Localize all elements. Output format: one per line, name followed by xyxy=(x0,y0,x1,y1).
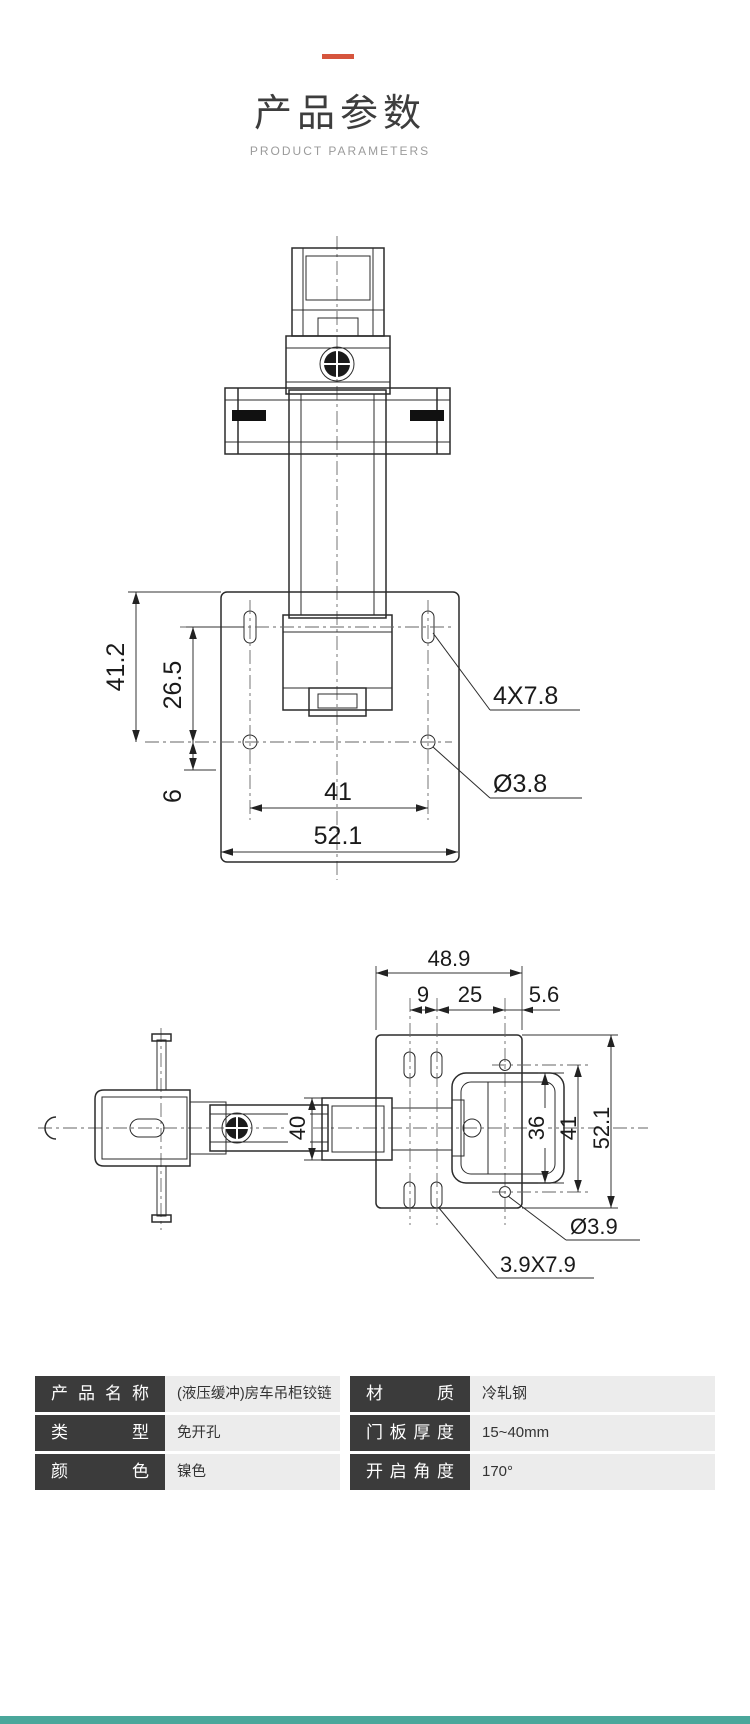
dimensions-front: 41.2 26.5 6 41 52.1 4X7.8 Ø3.8 xyxy=(102,591,582,856)
hinge-body-front xyxy=(285,335,391,395)
dim-label-5-6: 5.6 xyxy=(529,982,560,1007)
spec-row-2: 类 型 免开孔 门板厚度 15~40mm xyxy=(35,1415,715,1451)
page-title: 产品参数 xyxy=(253,93,426,135)
front-view-drawing: 41.2 26.5 6 41 52.1 4X7.8 Ø3.8 xyxy=(102,236,582,880)
slot-spec-label: 3.9X7.9 xyxy=(500,1252,576,1277)
hinge-arm-side xyxy=(189,1097,452,1161)
dim-label-52-1: 52.1 xyxy=(589,1107,614,1150)
hole-spec-label: Ø3.9 xyxy=(570,1214,618,1239)
dimensions-side: 48.9 9 25 5.6 40 36 41 52.1 xyxy=(285,946,640,1279)
mounting-plate-side xyxy=(375,998,590,1225)
accent-dash xyxy=(322,54,354,59)
spec-value-product-name: (液压缓冲)房车吊柜铰链 xyxy=(165,1376,340,1412)
dim-label-9: 9 xyxy=(417,982,429,1007)
spec-label-door-thickness: 门板厚度 xyxy=(350,1415,470,1451)
dim-label-36: 36 xyxy=(524,1116,549,1140)
spec-value-material: 冷轧钢 xyxy=(470,1376,715,1412)
spec-label-material: 材 质 xyxy=(350,1376,470,1412)
hinge-pins-side xyxy=(151,1028,172,1230)
dim-label-25: 25 xyxy=(458,982,482,1007)
slot-hole-1 xyxy=(403,1051,416,1079)
cup-slot xyxy=(129,1118,165,1138)
mounting-plate-front xyxy=(145,591,460,863)
spec-value-color: 镍色 xyxy=(165,1454,340,1490)
dim-label-48-9: 48.9 xyxy=(428,946,471,971)
slot-hole-2 xyxy=(430,1051,443,1079)
dim-label-41: 41 xyxy=(556,1116,581,1140)
left-slot-icon xyxy=(232,410,266,421)
spec-label-open-angle: 开启角度 xyxy=(350,1454,470,1490)
spec-value-door-thickness: 15~40mm xyxy=(470,1415,715,1451)
wing-bracket xyxy=(224,387,451,455)
dim-label-40: 40 xyxy=(285,1116,310,1140)
spec-row-3: 颜 色 镍色 开启角度 170° xyxy=(35,1454,715,1490)
next-section-edge xyxy=(0,1716,750,1724)
page-subtitle: PRODUCT PARAMETERS xyxy=(249,144,431,158)
dim-label-6: 6 xyxy=(159,789,187,803)
spec-gap xyxy=(340,1415,350,1451)
spec-label-product-name: 产品名称 xyxy=(35,1376,165,1412)
slot-hole-3 xyxy=(403,1181,416,1209)
side-view-drawing: 48.9 9 25 5.6 40 36 41 52.1 xyxy=(38,946,648,1279)
hinge-cup-side xyxy=(94,1089,191,1167)
folded-arm-side xyxy=(451,1072,565,1184)
slot-hole-4 xyxy=(430,1181,443,1209)
spec-value-open-angle: 170° xyxy=(470,1454,715,1490)
dim-label-41-2: 41.2 xyxy=(102,643,130,692)
spec-gap xyxy=(340,1454,350,1490)
dim-label-41: 41 xyxy=(324,778,352,806)
spec-value-type: 免开孔 xyxy=(165,1415,340,1451)
dim-label-52-1: 52.1 xyxy=(314,822,363,850)
spec-row-1: 产品名称 (液压缓冲)房车吊柜铰链 材 质 冷轧钢 xyxy=(35,1376,715,1412)
right-slot-icon xyxy=(410,410,444,421)
spec-table: 产品名称 (液压缓冲)房车吊柜铰链 材 质 冷轧钢 类 型 免开孔 门板厚度 1… xyxy=(35,1376,715,1493)
slot-spec-label: 4X7.8 xyxy=(493,682,558,710)
hinge-arm-front xyxy=(282,389,393,717)
centerline-mark-icon xyxy=(44,1116,57,1140)
hinge-cup-front xyxy=(291,247,385,337)
spec-label-type: 类 型 xyxy=(35,1415,165,1451)
spec-gap xyxy=(340,1376,350,1412)
spec-label-color: 颜 色 xyxy=(35,1454,165,1490)
dim-label-26-5: 26.5 xyxy=(159,661,187,710)
hole-spec-label: Ø3.8 xyxy=(493,770,547,798)
